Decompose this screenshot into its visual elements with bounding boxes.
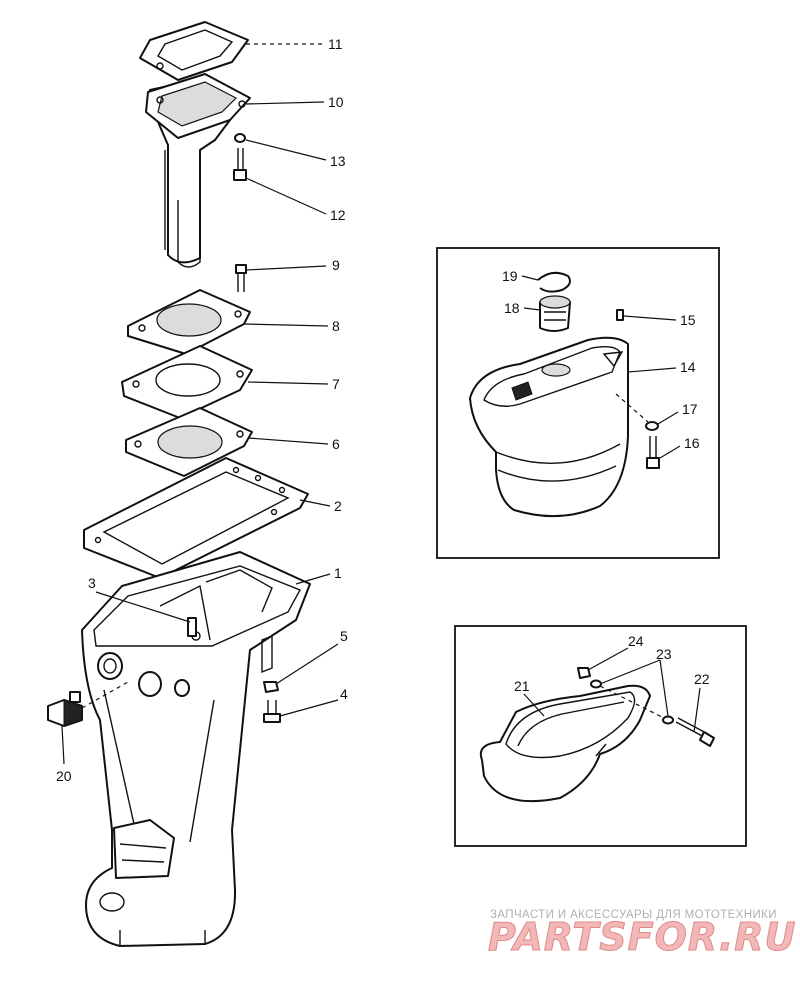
label-3: 3 bbox=[88, 575, 96, 591]
label-5: 5 bbox=[340, 628, 348, 644]
label-22: 22 bbox=[694, 671, 710, 687]
leader-15 bbox=[623, 315, 677, 321]
watermark: ЗАПЧАСТИ И АКСЕССУАРЫ ДЛЯ МОТОТЕХНИКИ PA… bbox=[488, 909, 796, 960]
assembly-line-17 bbox=[615, 393, 649, 423]
leader-6 bbox=[247, 437, 329, 445]
label-16: 16 bbox=[684, 435, 700, 451]
exhaust-tube-10 bbox=[145, 73, 251, 268]
washer-13 bbox=[234, 133, 246, 143]
leader-1 bbox=[295, 573, 331, 585]
label-18: 18 bbox=[504, 300, 520, 316]
label-23: 23 bbox=[656, 646, 672, 662]
label-2: 2 bbox=[334, 498, 342, 514]
watermark-logo: PARTSFOR.RU bbox=[488, 915, 796, 959]
label-17: 17 bbox=[682, 401, 698, 417]
bolt-16 bbox=[646, 436, 660, 469]
seal-18 bbox=[539, 295, 571, 332]
pin-15 bbox=[616, 309, 624, 321]
gasket-2 bbox=[83, 457, 309, 579]
driveshaft-housing-1 bbox=[81, 551, 311, 947]
label-21: 21 bbox=[514, 678, 530, 694]
adapter-housing-14 bbox=[469, 336, 629, 518]
label-7: 7 bbox=[332, 376, 340, 392]
leader-23b bbox=[659, 659, 669, 717]
leader-13 bbox=[245, 139, 327, 161]
washer-17 bbox=[645, 421, 659, 431]
plate-6 bbox=[125, 407, 253, 477]
bolt-22 bbox=[675, 717, 715, 747]
label-6: 6 bbox=[332, 436, 340, 452]
leader-3 bbox=[95, 591, 191, 623]
leader-12 bbox=[245, 177, 327, 215]
leader-5 bbox=[275, 643, 339, 685]
leader-9 bbox=[245, 265, 327, 271]
leader-8 bbox=[243, 323, 329, 327]
label-15: 15 bbox=[680, 312, 696, 328]
leader-16 bbox=[659, 445, 681, 459]
plug-20 bbox=[47, 691, 83, 727]
washer-23-left bbox=[590, 679, 602, 689]
gasket-11 bbox=[139, 21, 249, 81]
label-8: 8 bbox=[332, 318, 340, 334]
plate-8 bbox=[127, 289, 251, 355]
bolt-9 bbox=[235, 264, 247, 292]
inset-box-upper bbox=[436, 247, 720, 559]
bolt-4 bbox=[263, 700, 281, 723]
inset-box-lower bbox=[454, 625, 747, 847]
label-9: 9 bbox=[332, 257, 340, 273]
bolt-12 bbox=[233, 148, 247, 181]
leader-18 bbox=[523, 307, 541, 311]
nut-24 bbox=[577, 667, 591, 679]
label-14: 14 bbox=[680, 359, 696, 375]
label-24: 24 bbox=[628, 633, 644, 649]
label-11: 11 bbox=[328, 36, 343, 52]
plate-7 bbox=[121, 345, 253, 419]
washer-23-right bbox=[662, 715, 674, 725]
label-12: 12 bbox=[330, 207, 346, 223]
leader-10 bbox=[245, 101, 325, 105]
label-1: 1 bbox=[334, 565, 342, 581]
watermark-tagline: ЗАПЧАСТИ И АКСЕССУАРЫ ДЛЯ МОТОТЕХНИКИ bbox=[490, 909, 777, 921]
leader-21 bbox=[523, 693, 545, 717]
leader-2 bbox=[299, 499, 331, 507]
leader-23a bbox=[599, 659, 661, 685]
leader-19 bbox=[521, 275, 539, 281]
leader-24 bbox=[587, 647, 629, 671]
retaining-ring-19 bbox=[537, 271, 571, 293]
leader-22 bbox=[693, 687, 701, 733]
assembly-line-20 bbox=[81, 681, 129, 709]
leader-14 bbox=[627, 367, 677, 373]
leader-7 bbox=[247, 381, 329, 385]
assembly-line-22 bbox=[599, 685, 665, 719]
label-13: 13 bbox=[330, 153, 346, 169]
label-10: 10 bbox=[328, 94, 344, 110]
label-4: 4 bbox=[340, 686, 348, 702]
water-shield-21 bbox=[479, 684, 651, 803]
leader-17 bbox=[657, 411, 679, 425]
label-20: 20 bbox=[56, 768, 72, 784]
leader-20 bbox=[61, 725, 65, 765]
label-19: 19 bbox=[502, 268, 518, 284]
pin-3 bbox=[187, 617, 197, 637]
nut-5 bbox=[263, 681, 279, 693]
leader-4 bbox=[279, 699, 339, 717]
